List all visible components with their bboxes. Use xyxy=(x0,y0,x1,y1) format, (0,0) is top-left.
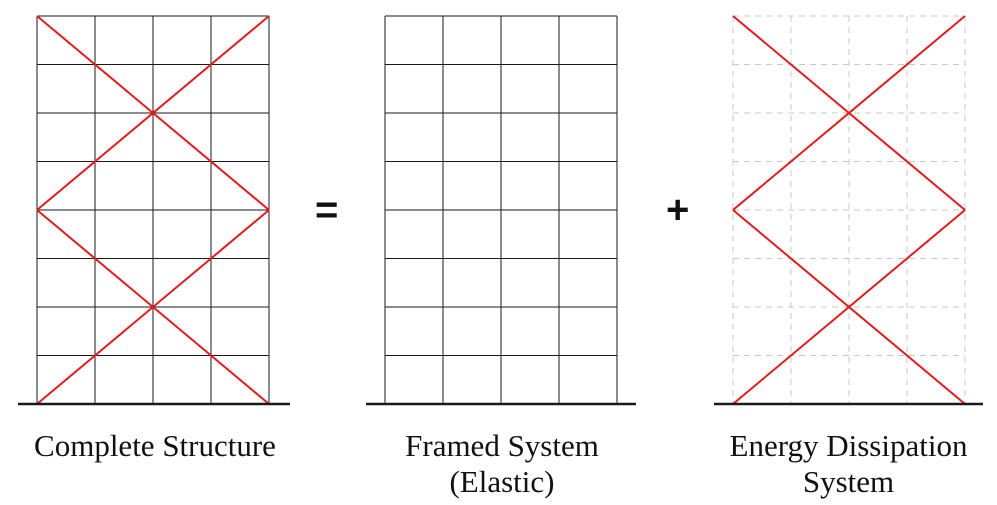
complete-brace xyxy=(36,15,270,211)
complete-structure-label: Complete Structure xyxy=(34,428,276,463)
energy-dissipation-label: Energy Dissipation System xyxy=(729,428,968,499)
equals-sign: = xyxy=(315,188,339,232)
complete-brace xyxy=(36,209,270,405)
plus-sign: + xyxy=(666,188,690,232)
dissipation-brace xyxy=(732,209,966,405)
dissipation-brace xyxy=(732,15,966,211)
framed-system-label: Framed System (Elastic) xyxy=(405,428,599,499)
